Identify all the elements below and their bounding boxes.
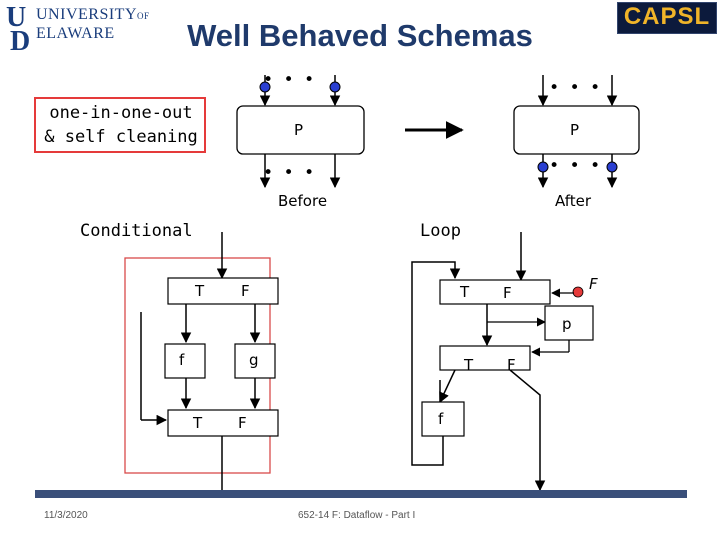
after-schema — [513, 75, 640, 189]
loop-init-false: F — [589, 275, 598, 293]
footer-bar — [35, 490, 687, 498]
before-token-left — [259, 81, 271, 93]
loop-switch-true-arc — [439, 369, 456, 403]
loop-merge-true: T — [460, 283, 470, 301]
capsl-logo — [617, 2, 717, 34]
after-node-label: P — [570, 121, 580, 139]
after-token-right — [606, 161, 618, 173]
conditional-merge-false: F — [238, 414, 247, 432]
after-node-p — [513, 105, 640, 155]
conditional-switch-false: F — [241, 282, 250, 300]
before-token-right — [329, 81, 341, 93]
university-logo: U D — [4, 2, 134, 56]
before-schema — [236, 75, 365, 189]
loop-body-box — [421, 401, 465, 437]
conditional-node-f: f — [179, 351, 185, 369]
loop-merge-node — [439, 279, 551, 305]
university-of: OF — [137, 11, 150, 21]
conditional-node-g: g — [249, 351, 259, 369]
footer-date: 11/3/2020 — [44, 510, 88, 521]
after-token-left — [537, 161, 549, 173]
conditional-switch-node — [167, 277, 279, 305]
conditional-switch-true: T — [195, 282, 205, 300]
loop-predicate-box — [544, 305, 594, 341]
conditional-node-g-box — [234, 343, 276, 379]
note-line2: & self cleaning — [44, 127, 198, 147]
loop-body-label: f — [438, 410, 444, 428]
university-word: UNIVERSITY — [36, 6, 137, 23]
conditional-node-f-box — [164, 343, 206, 379]
loop-exit-arc — [509, 369, 546, 492]
after-label: After — [555, 192, 592, 210]
loop-init-token — [572, 286, 584, 298]
conditional-label: Conditional — [80, 221, 193, 241]
loop-switch-node — [439, 345, 531, 371]
loop-switch-true: T — [464, 356, 474, 374]
loop-switch-false: F — [507, 356, 516, 374]
ud-initial: D — [10, 26, 30, 56]
before-label: Before — [278, 192, 328, 210]
ud-monogram-icon: U D — [6, 2, 30, 56]
after-output-dots: • • • — [549, 156, 601, 176]
note-line1: one-in-one-out — [49, 103, 193, 123]
svg-text:U: U — [6, 2, 26, 33]
before-input-dots: • • • — [263, 70, 315, 90]
capsl-logo-text: CAPSL — [623, 3, 711, 30]
loop-merge-false: F — [503, 284, 512, 302]
conditional-schema — [124, 232, 279, 490]
note-text: one-in-one-out & self cleaning — [38, 101, 204, 149]
before-output-dots: • • • — [263, 163, 315, 183]
loop-schema — [411, 232, 594, 492]
university-name-line1: UNIVERSITYOF — [36, 6, 150, 24]
before-node-label: P — [294, 121, 304, 139]
after-input-dots: • • • — [549, 78, 601, 98]
university-name-line2: ELAWARE — [36, 25, 115, 42]
before-node-p — [236, 105, 365, 155]
footer-course: 652-14 F: Dataflow - Part I — [298, 510, 416, 521]
page-title: Well Behaved Schemas — [187, 18, 533, 53]
conditional-merge-true: T — [193, 414, 203, 432]
loop-label: Loop — [420, 221, 461, 241]
loop-predicate-label: p — [562, 315, 572, 333]
note-box — [34, 97, 206, 153]
loop-back-arc — [411, 261, 461, 466]
conditional-merge-node — [167, 409, 279, 437]
